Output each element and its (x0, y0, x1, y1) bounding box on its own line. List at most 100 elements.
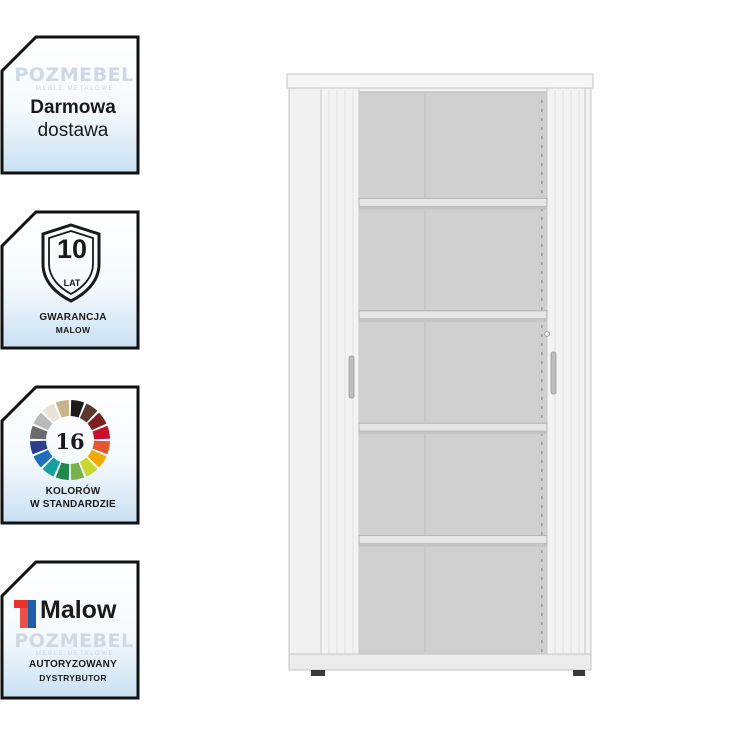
cabinet-foot (311, 670, 325, 676)
pin-hole (541, 127, 543, 130)
pozmebel-watermark: POZMEBEL (14, 64, 134, 86)
shelf-shadow (359, 431, 547, 435)
warranty-label: GWARANCJA (39, 312, 107, 323)
color-wheel-icon (30, 400, 110, 480)
pin-hole (541, 136, 543, 139)
pin-hole (541, 595, 543, 598)
pin-hole (541, 352, 543, 355)
cabinet-interior (358, 91, 548, 655)
shelf-pin-holes (541, 100, 543, 652)
cabinet-foot (573, 670, 585, 676)
shelf (358, 310, 548, 320)
shelf (358, 197, 548, 207)
color-swatch (30, 425, 48, 440)
pin-hole (541, 550, 543, 553)
cabinet-top (286, 73, 594, 89)
pin-hole (541, 307, 543, 310)
pin-hole (541, 631, 543, 634)
color-swatch (42, 403, 61, 423)
shelf-shadow (359, 206, 547, 210)
pin-hole (541, 163, 543, 166)
shelf (358, 535, 548, 545)
left-door-handle (348, 355, 355, 399)
pin-hole (541, 181, 543, 184)
pin-hole (541, 649, 543, 652)
pin-hole (541, 622, 543, 625)
pin-hole (541, 361, 543, 364)
tambour-cabinet-icon (286, 73, 594, 676)
pin-hole (541, 244, 543, 247)
pin-hole (541, 586, 543, 589)
colors-label: KOLORÓW (45, 486, 101, 497)
pin-hole (541, 118, 543, 121)
shelves (358, 197, 548, 547)
pozmebel-watermark-subtitle: MEBLE METALOWE (35, 86, 115, 92)
pin-hole (541, 271, 543, 274)
delivery-subtitle: dostawa (37, 120, 109, 141)
warranty-brand: MALOW (55, 325, 91, 335)
lock-icon (544, 331, 550, 337)
color-swatch (33, 449, 53, 468)
color-swatch (79, 403, 98, 423)
pin-hole (541, 190, 543, 193)
pozmebel-watermark-subtitle: MEBLE METALOWE (35, 651, 115, 657)
pin-hole (541, 523, 543, 526)
color-swatch (92, 440, 110, 455)
pin-hole (541, 640, 543, 643)
pin-hole (541, 379, 543, 382)
color-swatch (42, 457, 61, 477)
pin-hole (541, 505, 543, 508)
badge-frame (0, 210, 140, 350)
pin-hole (541, 154, 543, 157)
pin-hole (541, 487, 543, 490)
warranty-badge: 10 LAT GWARANCJA MALOW (0, 210, 140, 350)
color-swatch (33, 412, 53, 431)
pin-hole (541, 388, 543, 391)
pin-hole (541, 451, 543, 454)
color-swatch (87, 449, 107, 468)
pin-hole (541, 289, 543, 292)
right-door-handle (550, 351, 557, 395)
pin-hole (541, 532, 543, 535)
pin-hole (541, 208, 543, 211)
pin-hole (541, 460, 543, 463)
malow-brand-name: Malow (40, 596, 117, 624)
pin-hole (541, 370, 543, 373)
pin-hole (541, 262, 543, 265)
color-swatch (55, 400, 70, 418)
badge-frame (0, 35, 140, 175)
pin-hole (541, 559, 543, 562)
cabinet-plinth (288, 653, 592, 671)
pin-hole (541, 469, 543, 472)
pin-hole (541, 235, 543, 238)
colors-badge: 16 KOLORÓW W STANDARDZIE (0, 385, 140, 525)
warranty-years: 10 (56, 234, 88, 264)
pin-hole (541, 442, 543, 445)
pin-hole (541, 280, 543, 283)
pin-hole (541, 397, 543, 400)
color-swatch (79, 457, 98, 477)
dealer-label: AUTORYZOWANY (29, 659, 117, 670)
warranty-unit: LAT (63, 278, 81, 288)
malow-logo-icon (14, 600, 36, 628)
pin-hole (541, 298, 543, 301)
shelf-shadow (359, 318, 547, 322)
pin-hole (541, 415, 543, 418)
color-swatch (70, 400, 85, 418)
pozmebel-watermark: POZMEBEL (14, 630, 134, 652)
pin-hole (541, 406, 543, 409)
pin-hole (541, 100, 543, 103)
authorized-dealer-badge: Malow POZMEBEL MEBLE METALOWE AUTORYZOWA… (0, 560, 140, 700)
pin-hole (541, 577, 543, 580)
pin-hole (541, 109, 543, 112)
delivery-title: Darmowa (30, 97, 116, 118)
pin-hole (541, 496, 543, 499)
right-tambour-door (544, 87, 586, 659)
pin-hole (541, 568, 543, 571)
pin-hole (541, 217, 543, 220)
colors-sublabel: W STANDARDZIE (30, 499, 116, 510)
badge-frame (0, 560, 140, 700)
colors-count: 16 (55, 429, 85, 454)
pin-hole (541, 343, 543, 346)
color-swatch (70, 462, 85, 480)
